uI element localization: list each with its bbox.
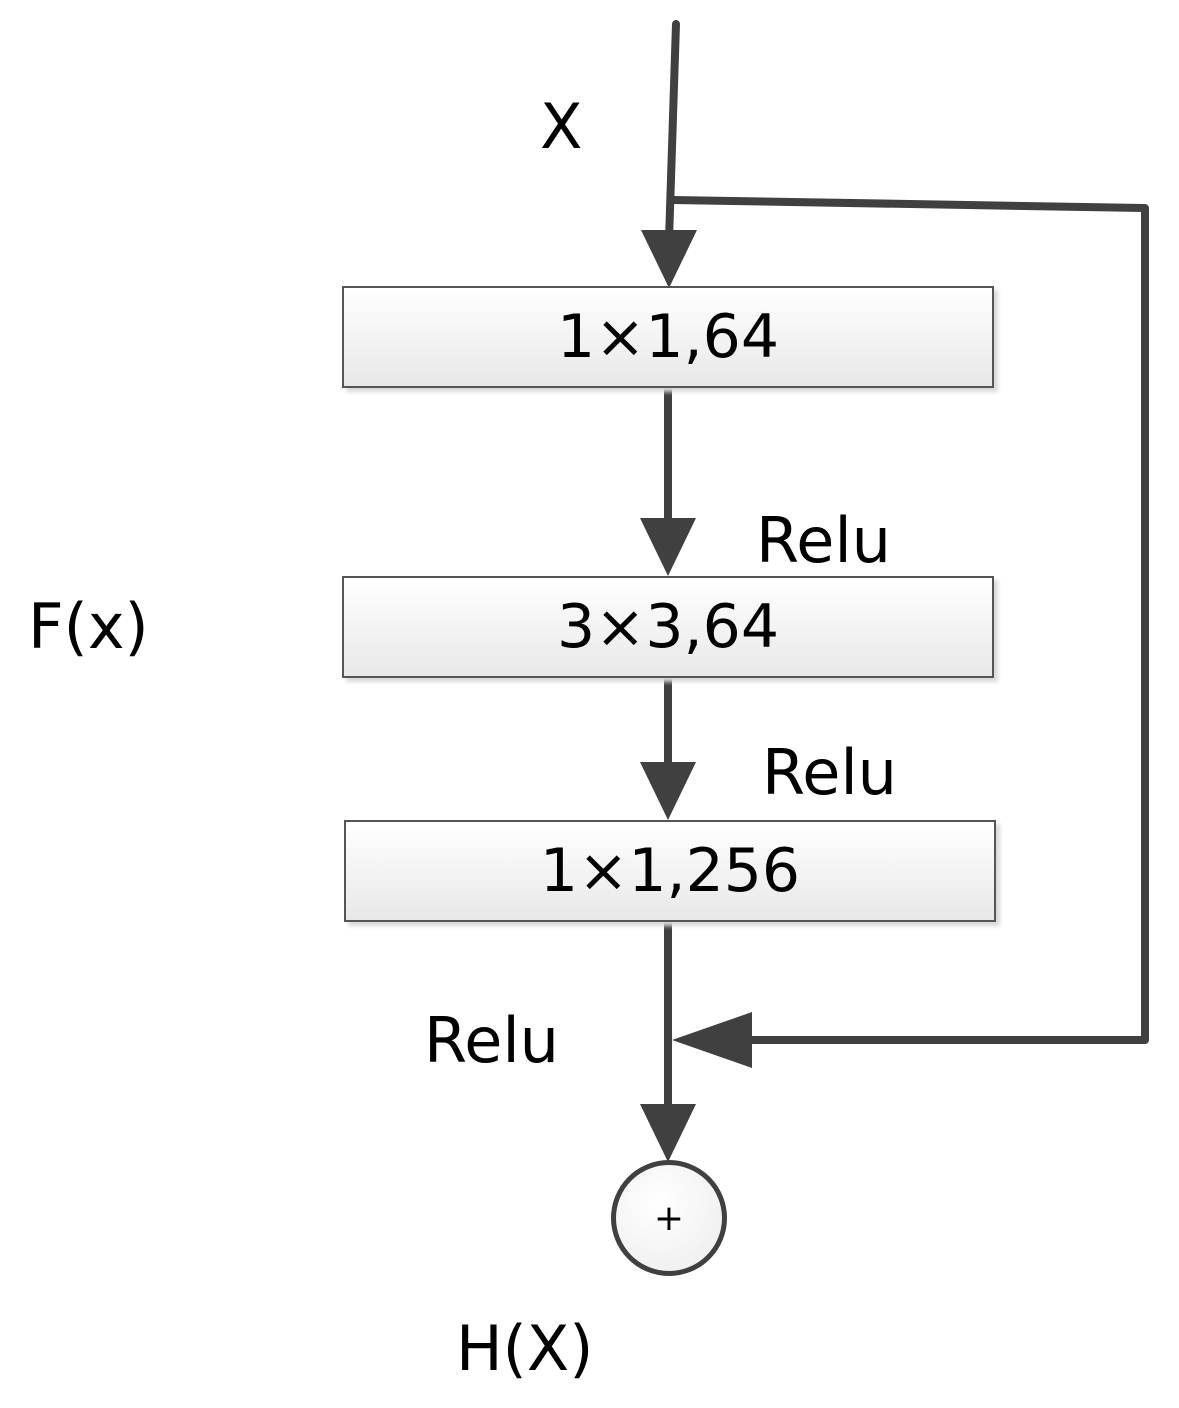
arrowhead-to-layer-2 [640,518,696,576]
activation-label-1: Relu [756,504,891,577]
layer-label-2: 3×3,64 [556,592,780,662]
arrowhead-skip [672,1012,752,1068]
arrowhead-input [641,230,697,288]
activation-label-3: Relu [424,1004,559,1077]
arrowhead-to-sum [640,1104,696,1162]
layer-box-3: 1×1,256 [344,820,996,922]
sum-node: + [611,1160,727,1276]
layer-label-1: 1×1,64 [556,302,780,372]
input-label: X [540,90,583,163]
input-line [665,20,680,244]
sum-symbol: + [653,1197,685,1239]
layer-box-2: 3×3,64 [342,576,994,678]
block-label: F(x) [28,590,149,663]
arrowhead-to-layer-3 [640,762,696,820]
layer-box-1: 1×1,64 [342,286,994,388]
layer-label-3: 1×1,256 [539,836,801,906]
skip-connection [668,196,1149,1044]
activation-label-2: Relu [762,736,897,809]
output-label: H(X) [456,1312,594,1385]
